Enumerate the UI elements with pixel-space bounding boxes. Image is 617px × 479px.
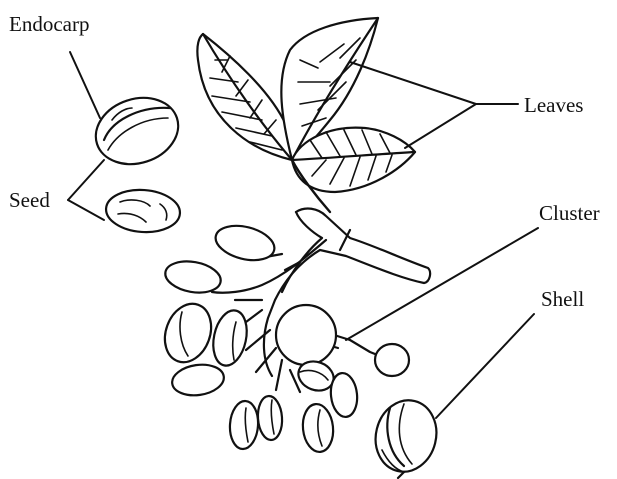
label-shell: Shell [541, 289, 584, 310]
leader-endocarp [70, 52, 100, 118]
label-seed: Seed [9, 190, 50, 211]
leader-cluster [346, 228, 538, 340]
leader-leaves-lower [405, 104, 476, 148]
shell-drawing [368, 394, 444, 478]
leader-leaves-upper [350, 62, 476, 104]
seed-drawing [105, 187, 182, 234]
label-leaves: Leaves [524, 95, 583, 116]
leaves-drawing [197, 18, 415, 212]
leader-seed-lower [68, 200, 104, 220]
label-endocarp: Endocarp [9, 14, 89, 35]
leader-seed-upper [68, 160, 104, 200]
leader-shell [436, 314, 534, 418]
label-cluster: Cluster [539, 203, 600, 224]
